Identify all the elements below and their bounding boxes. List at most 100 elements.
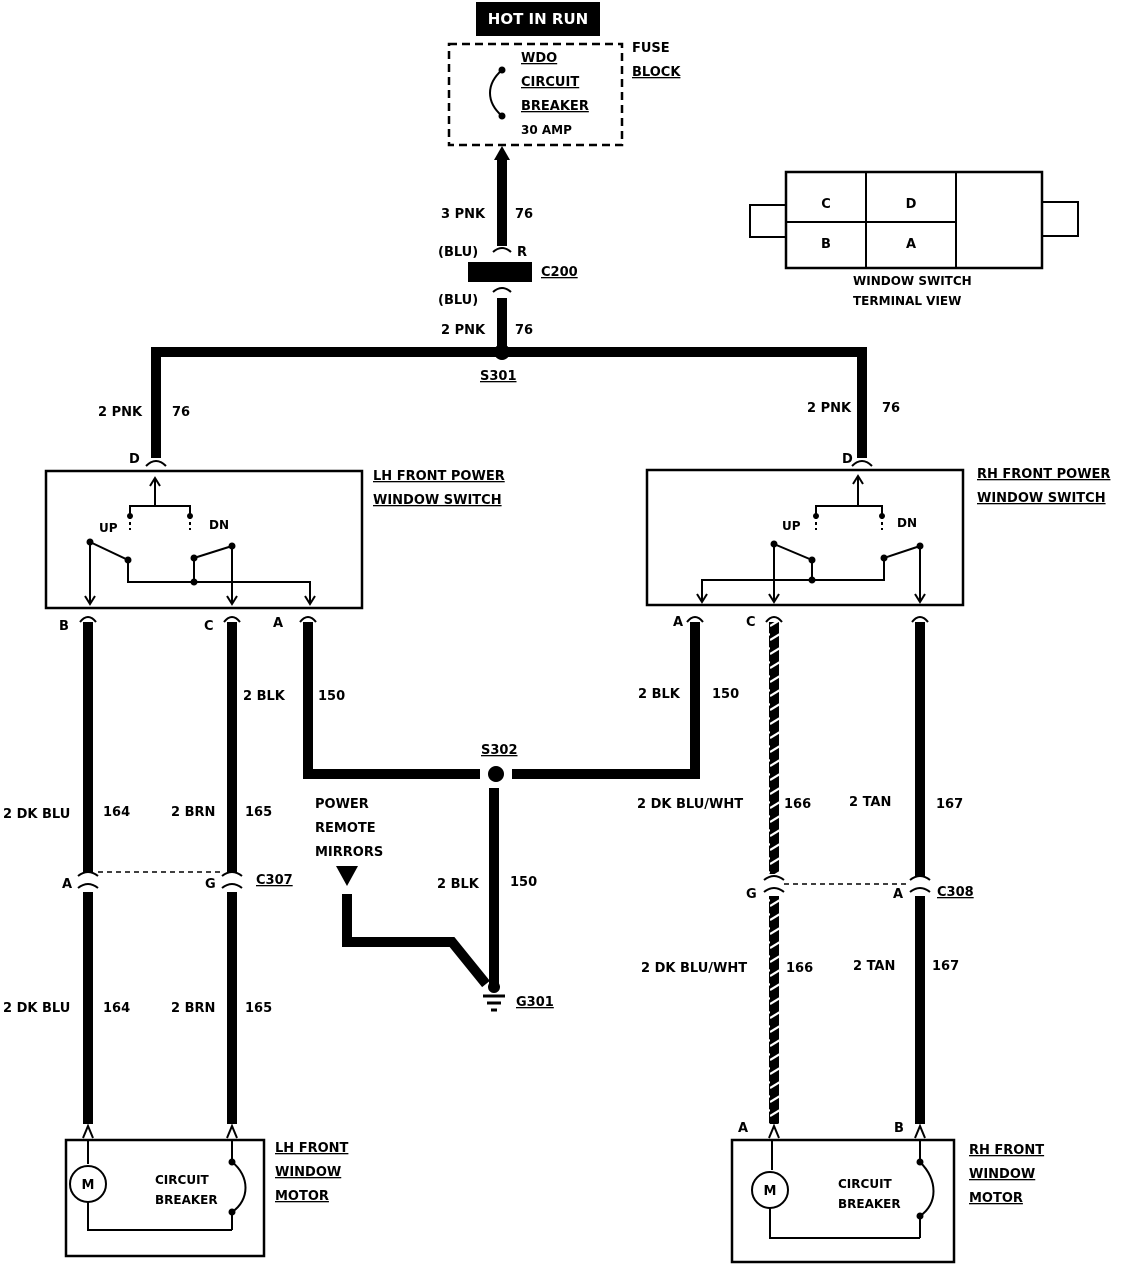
rh-switch-title-line-1: RH FRONT POWER: [977, 467, 1110, 482]
terminal-cell-d: D: [906, 197, 917, 212]
feed-upper-gauge: 3 PNK: [441, 207, 486, 222]
circuit-breaker-symbol: [489, 69, 503, 117]
feed-upper-circuit: 76: [515, 207, 533, 222]
rh-feed-gauge: 2 PNK: [807, 401, 852, 416]
rh-feed-circuit: 76: [882, 401, 900, 416]
fuse-name-line-3: BREAKER: [521, 99, 589, 114]
rh-left-gauge-2: 2 DK BLU/WHT: [641, 961, 747, 976]
lh-motor-m: M: [82, 1178, 95, 1193]
rh-motor-pin-a: A: [738, 1121, 748, 1136]
fuse-block: WDO CIRCUIT BREAKER 30 AMP FUSE BLOCK: [447, 41, 681, 147]
feed-lower-gauge: 2 PNK: [441, 323, 486, 338]
s302-splice-dot: [488, 766, 504, 782]
rh-left-circuit: 166: [784, 797, 811, 812]
lh-motor-wires: 2 DK BLU 164 2 BRN 165 A G C307 2 DK BLU…: [3, 616, 293, 1124]
lh-pin-a: A: [273, 616, 283, 631]
lh-motor-title-line-3: MOTOR: [275, 1189, 329, 1204]
feed-circuit: 3 PNK 76 (BLU) R C200 (BLU) 2 PNK 76: [438, 146, 578, 352]
fuse-rating: 30 AMP: [521, 123, 572, 137]
c307-label: C307: [256, 873, 293, 888]
rh-left-gauge: 2 DK BLU/WHT: [637, 797, 743, 812]
lh-right-circuit: 165: [245, 805, 272, 820]
lh-pin-d: D: [129, 452, 140, 467]
c307-pin-g: G: [205, 877, 216, 892]
lh-pin-b: B: [59, 619, 69, 634]
rh-pin-c: C: [746, 615, 756, 630]
rh-ground-circuit: 150: [712, 687, 739, 702]
lh-left-circuit: 164: [103, 805, 130, 820]
fuse-name-line-2: CIRCUIT: [521, 75, 579, 90]
s301-splice-dot: [494, 344, 510, 360]
hot-in-run-label: HOT IN RUN: [488, 10, 588, 28]
rh-striped-wire-upper: [769, 622, 779, 874]
rh-motor-title-line-2: WINDOW: [969, 1167, 1035, 1182]
lh-cb-line-2: BREAKER: [155, 1193, 218, 1207]
down-ground-gauge: 2 BLK: [437, 877, 480, 892]
c200-connector-body: [468, 262, 532, 282]
terminal-cell-b: B: [821, 237, 831, 252]
hot-in-run-banner: HOT IN RUN: [476, 2, 600, 36]
rh-window-motor: A B M CIRCUIT BREAKER RH FRONT WINDOW MO…: [730, 1121, 1044, 1264]
s302-label: S302: [481, 743, 518, 758]
lh-left-circuit-2: 164: [103, 1001, 130, 1016]
lh-motor-title-line-2: WINDOW: [275, 1165, 341, 1180]
lh-right-gauge: 2 BRN: [171, 805, 215, 820]
c308-label: C308: [937, 885, 974, 900]
s301-label: S301: [480, 369, 517, 384]
lh-switch-title-line-1: LH FRONT POWER: [373, 469, 505, 484]
lh-switch-title-line-2: WINDOW SWITCH: [373, 493, 502, 508]
lh-motor-title-line-1: LH FRONT: [275, 1141, 349, 1156]
lh-feed-gauge: 2 PNK: [98, 405, 143, 420]
lh-cb-line-1: CIRCUIT: [155, 1173, 210, 1187]
lh-right-gauge-2: 2 BRN: [171, 1001, 215, 1016]
g301-label: G301: [516, 995, 554, 1010]
feed-blu-top: (BLU): [438, 245, 478, 260]
s301-bus: S301 2 PNK 76 2 PNK 76: [98, 344, 900, 458]
terminal-caption-line-2: TERMINAL VIEW: [853, 294, 961, 308]
c308-pin-g: G: [746, 887, 757, 902]
rh-right-gauge: 2 TAN: [849, 795, 891, 810]
rh-right-circuit: 167: [936, 797, 963, 812]
rh-motor-wires: 2 DK BLU/WHT 166 2 TAN 167 G A C308 2 DK…: [637, 616, 974, 1124]
rh-motor-pin-b: B: [894, 1121, 904, 1136]
window-switch-terminal-view: C D B A WINDOW SWITCH TERMINAL VIEW: [749, 170, 1079, 308]
feed-blu-bottom: (BLU): [438, 293, 478, 308]
down-ground-circuit: 150: [510, 875, 537, 890]
lh-left-gauge-2: 2 DK BLU: [3, 1001, 70, 1016]
lh-right-circuit-2: 165: [245, 1001, 272, 1016]
rh-cb-line-1: CIRCUIT: [838, 1177, 893, 1191]
lh-feed-circuit: 76: [172, 405, 190, 420]
lh-ground-gauge: 2 BLK: [243, 689, 286, 704]
lh-window-switch: D UP DN LH FRONT POWER WINDOW SWITCH B C…: [44, 452, 505, 634]
rh-up-label: UP: [782, 519, 801, 533]
rh-switch-title-line-2: WINDOW SWITCH: [977, 491, 1106, 506]
feed-lower-circuit: 76: [515, 323, 533, 338]
lh-pin-c: C: [204, 619, 214, 634]
mirrors-line-2: REMOTE: [315, 821, 376, 836]
lh-left-gauge: 2 DK BLU: [3, 807, 70, 822]
rh-striped-wire-lower: [769, 896, 779, 1124]
lh-up-label: UP: [99, 521, 118, 535]
rh-pin-d: D: [842, 452, 853, 467]
lh-ground-circuit: 150: [318, 689, 345, 704]
lh-dn-label: DN: [209, 518, 229, 532]
rh-motor-title-line-3: MOTOR: [969, 1191, 1023, 1206]
terminal-cell-c: C: [821, 197, 831, 212]
lh-window-motor: M CIRCUIT BREAKER LH FRONT WINDOW MOTOR: [64, 1123, 349, 1258]
terminal-caption-line-1: WINDOW SWITCH: [853, 274, 972, 288]
rh-pin-a: A: [673, 615, 683, 630]
rh-ground-gauge: 2 BLK: [638, 687, 681, 702]
mirrors-arrow: [336, 866, 358, 886]
fuse-block-line-2: BLOCK: [632, 65, 681, 80]
rh-right-circuit-2: 167: [932, 959, 959, 974]
c200-label: C200: [541, 265, 578, 280]
terminal-cell-a: A: [906, 237, 916, 252]
rh-window-switch: D UP DN RH FRONT POWER WINDOW SWITCH A C: [645, 452, 1110, 630]
rh-motor-title-line-1: RH FRONT: [969, 1143, 1044, 1158]
rh-cb-line-2: BREAKER: [838, 1197, 901, 1211]
c307-pin-a: A: [62, 877, 72, 892]
mirrors-line-1: POWER: [315, 797, 369, 812]
rh-left-circuit-2: 166: [786, 961, 813, 976]
rh-dn-label: DN: [897, 516, 917, 530]
